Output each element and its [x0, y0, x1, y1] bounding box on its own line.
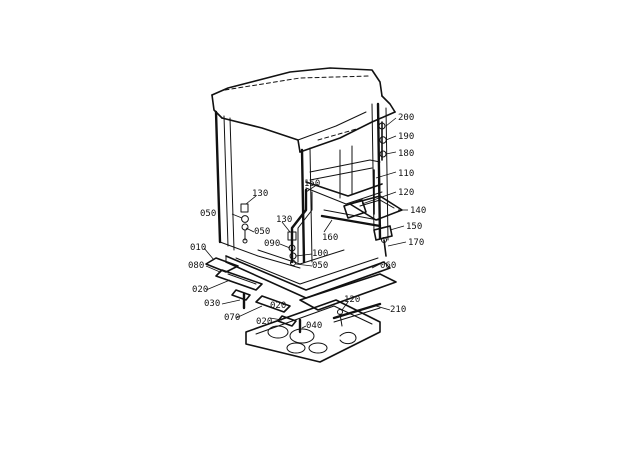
- callout-050-mid: 050: [254, 227, 270, 237]
- callout-030: 030: [204, 299, 220, 309]
- callout-190: 190: [398, 132, 414, 142]
- callout-130-left: 130: [252, 189, 268, 199]
- callout-130-center: 130: [276, 215, 292, 225]
- callout-070: 070: [224, 313, 240, 323]
- side-bar: [332, 302, 382, 327]
- callout-060: 060: [380, 261, 396, 271]
- callout-150-top: 150: [304, 179, 320, 189]
- callout-050-center: 050: [312, 261, 328, 271]
- callout-150-right: 150: [406, 222, 422, 232]
- callout-120-bottom: 120: [344, 295, 360, 305]
- callout-160: 160: [322, 233, 338, 243]
- callout-040: 040: [306, 321, 322, 331]
- callout-020-mid: 020: [256, 317, 272, 327]
- callout-110: 110: [398, 169, 414, 179]
- callout-050-left: 050: [200, 209, 216, 219]
- callout-200: 200: [398, 113, 414, 123]
- callout-010: 010: [190, 243, 206, 253]
- callout-020-right: 020: [270, 301, 286, 311]
- callout-140: 140: [410, 206, 426, 216]
- leader-lines: [203, 117, 408, 329]
- callout-210: 210: [390, 305, 406, 315]
- left-bolt-stack: [240, 203, 249, 244]
- callout-170: 170: [408, 238, 424, 248]
- callout-020-left: 020: [192, 285, 208, 295]
- callout-labels: 200 190 180 110 120 140 150 150 170 160 …: [188, 113, 426, 331]
- callout-100: 100: [312, 249, 328, 259]
- center-rod-assembly: [287, 188, 313, 266]
- callout-080: 080: [188, 261, 204, 271]
- callout-180: 180: [398, 149, 414, 159]
- callout-120: 120: [398, 188, 414, 198]
- floor-mat: [245, 299, 381, 363]
- floor-plate: [225, 249, 391, 299]
- callout-090: 090: [264, 239, 280, 249]
- cabin-frame: [211, 67, 396, 269]
